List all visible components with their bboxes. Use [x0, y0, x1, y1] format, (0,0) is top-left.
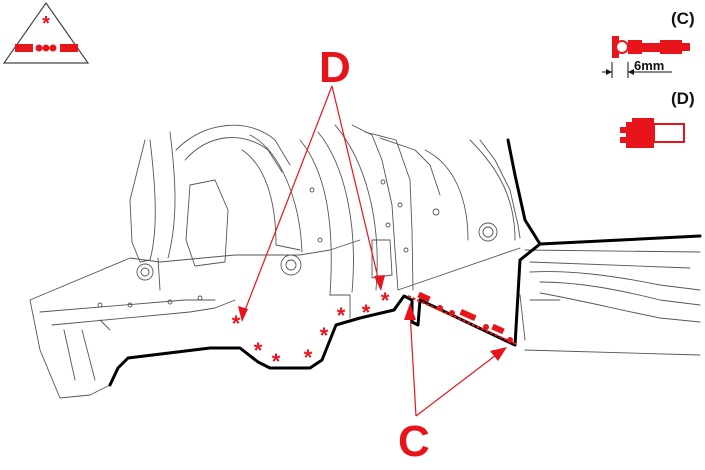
sealer-asterisk-markers: * * * * * * * * [232, 288, 390, 374]
key-c-label: (C) [671, 9, 695, 28]
callout-c-leaders [404, 303, 507, 417]
svg-text:*: * [320, 323, 329, 348]
svg-text:*: * [272, 349, 281, 374]
key-d-label: (D) [671, 89, 695, 108]
svg-text:*: * [232, 311, 241, 336]
warning-triangle-icon: * [2, 1, 90, 64]
callout-d-leaders [238, 85, 385, 322]
sealer-bead-markers [407, 291, 517, 345]
svg-text:*: * [362, 300, 371, 325]
grommet-fastener-icon [612, 36, 690, 58]
callout-d-label: D [319, 43, 351, 92]
svg-text:*: * [304, 345, 313, 370]
callout-c-label: C [398, 417, 430, 466]
right-door-edge [506, 138, 542, 246]
svg-text:*: * [337, 303, 346, 328]
body-panel-lines [29, 124, 701, 399]
svg-text:*: * [381, 288, 390, 313]
svg-text:*: * [254, 338, 263, 363]
plug-connector-icon [620, 118, 685, 148]
svg-text:*: * [42, 13, 50, 35]
dimension-indicator [602, 62, 672, 78]
dimension-label: 6mm [634, 58, 664, 73]
